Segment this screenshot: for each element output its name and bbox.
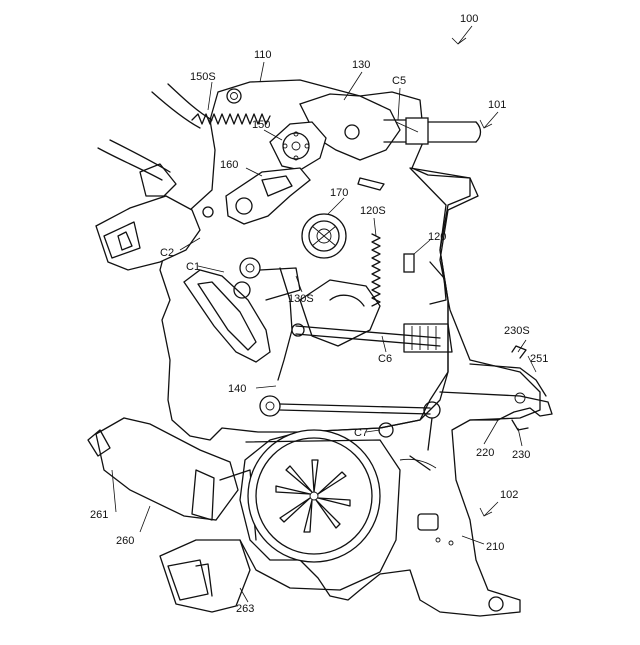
label-230: 230 [512,449,530,461]
label-150s: 150S [190,71,216,83]
label-210: 210 [486,541,504,553]
label-130: 130 [352,59,370,71]
label-c2: C2 [160,247,174,259]
gear-housing [240,430,400,590]
lever-c1 [184,258,300,362]
label-170: 170 [330,187,348,199]
label-251: 251 [530,353,548,365]
connector-c2 [96,164,213,270]
label-120s: 120S [360,205,386,217]
label-101: 101 [488,99,506,111]
label-160: 160 [220,159,238,171]
label-100: 100 [460,13,478,25]
label-c5: C5 [392,75,406,87]
motor-260 [88,418,256,612]
label-150: 150 [252,119,270,131]
label-261: 261 [90,509,108,521]
ratchet-170 [302,214,346,258]
label-c6: C6 [378,353,392,365]
cam-150 [270,122,326,170]
label-120: 120 [428,231,446,243]
label-102: 102 [500,489,518,501]
label-140: 140 [228,383,246,395]
label-110: 110 [254,49,272,61]
label-230s: 230S [504,325,530,337]
label-c1: C1 [186,261,200,273]
label-c7: C7 [354,427,368,439]
link-160 [226,168,310,224]
label-260: 260 [116,535,134,547]
label-220: 220 [476,447,494,459]
label-263: 263 [236,603,254,615]
label-130s: 130S [288,293,314,305]
rods-c6 [278,268,452,380]
